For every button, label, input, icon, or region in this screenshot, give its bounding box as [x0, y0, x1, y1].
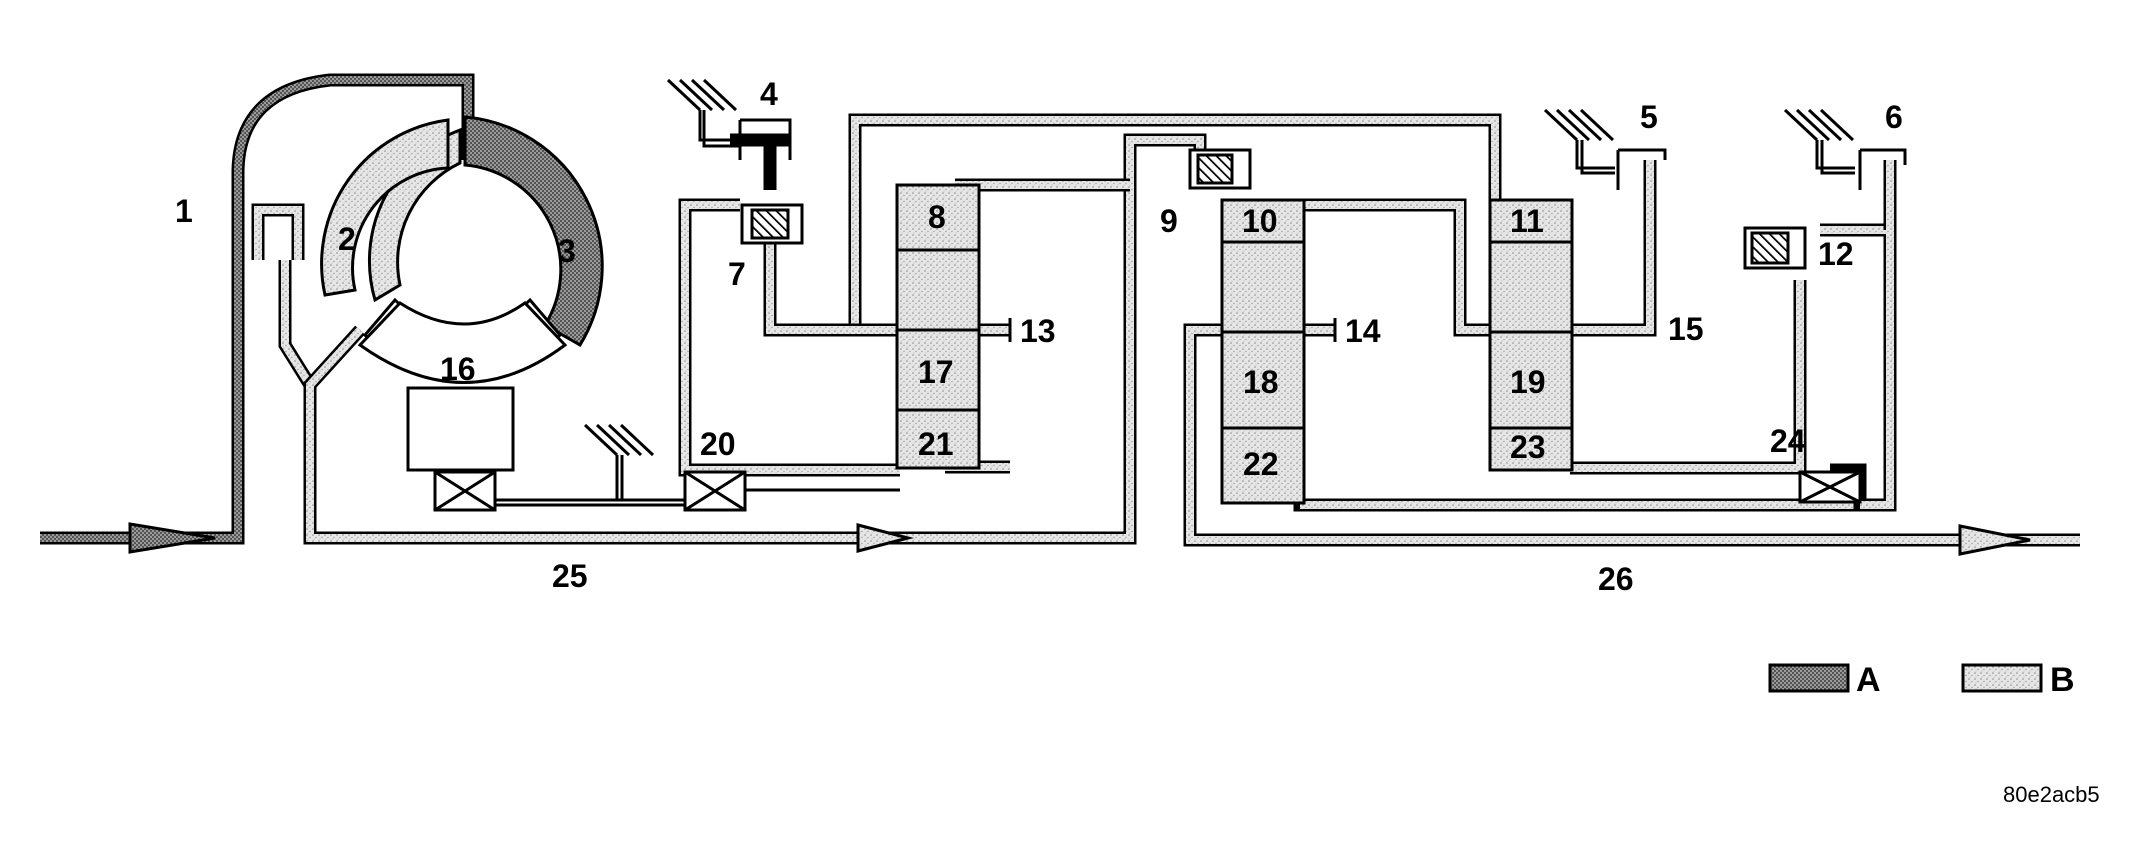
ring-component	[320, 115, 685, 512]
segment-2	[320, 118, 450, 297]
label-15: 15	[1668, 311, 1704, 347]
block-18	[1220, 330, 1306, 430]
bearing-20	[683, 470, 900, 512]
ground-symbol-5	[1543, 108, 1667, 190]
label-24: 24	[1770, 423, 1806, 459]
block-11	[1488, 198, 1574, 244]
label-3: 3	[558, 233, 576, 269]
label-1: 1	[175, 193, 193, 229]
valve-7	[750, 208, 790, 240]
label-7: 7	[728, 256, 746, 292]
valve-12	[1750, 231, 1790, 265]
label-5: 5	[1640, 99, 1658, 135]
pipe-14	[1183, 323, 2080, 556]
legend-swatch-a	[1768, 663, 1850, 693]
label-19: 19	[1510, 364, 1546, 400]
figure-code: 80e2acb5	[2003, 782, 2100, 807]
label-2: 2	[338, 221, 356, 257]
label-14: 14	[1345, 313, 1381, 349]
legend-swatch-b	[1961, 663, 2043, 693]
top-loop-pipe	[848, 113, 1502, 325]
label-13: 13	[1020, 313, 1056, 349]
block-8	[895, 183, 981, 252]
label-22: 22	[1243, 446, 1279, 482]
label-9: 9	[1160, 203, 1178, 239]
label-10: 10	[1242, 203, 1278, 239]
valve-9	[1196, 153, 1234, 185]
label-20: 20	[700, 426, 736, 462]
ground-symbol-4	[666, 78, 792, 160]
block-23	[1488, 426, 1574, 472]
stack-11-23	[1488, 198, 1574, 472]
segment-16	[357, 301, 568, 384]
label-12: 12	[1818, 236, 1854, 272]
segment-3	[463, 115, 604, 348]
label-16: 16	[440, 351, 476, 387]
label-6: 6	[1885, 99, 1903, 135]
arrow-25-icon	[856, 523, 914, 553]
block-17	[895, 328, 981, 412]
bearing-24	[1798, 470, 1862, 504]
label-17: 17	[918, 354, 954, 390]
inlet-pipe	[40, 73, 475, 554]
ground-symbol-20	[583, 423, 655, 500]
ground-symbol-6	[1783, 108, 1907, 190]
stack-8-21	[895, 183, 981, 470]
line-25-pipe	[856, 133, 1207, 553]
label-11: 11	[1510, 203, 1544, 239]
block-22	[1220, 426, 1306, 505]
block-21	[895, 408, 981, 470]
left-fork-pipe	[251, 203, 870, 545]
label-25: 25	[552, 558, 588, 594]
legend-label-b: B	[2050, 661, 2075, 699]
pipe-10-to-11	[1305, 160, 1657, 337]
label-4: 4	[760, 76, 778, 112]
legend-label-a: A	[1856, 661, 1881, 699]
label-26: 26	[1598, 561, 1634, 597]
label-23: 23	[1510, 429, 1546, 465]
stack-10-22	[1220, 198, 1306, 505]
label-21: 21	[918, 426, 954, 462]
arrow-26-icon	[1958, 524, 2031, 556]
label-18: 18	[1243, 364, 1279, 400]
block-10	[1220, 198, 1306, 244]
label-8: 8	[928, 199, 946, 235]
legend: A B	[1768, 661, 2075, 699]
motor-block	[406, 386, 515, 472]
